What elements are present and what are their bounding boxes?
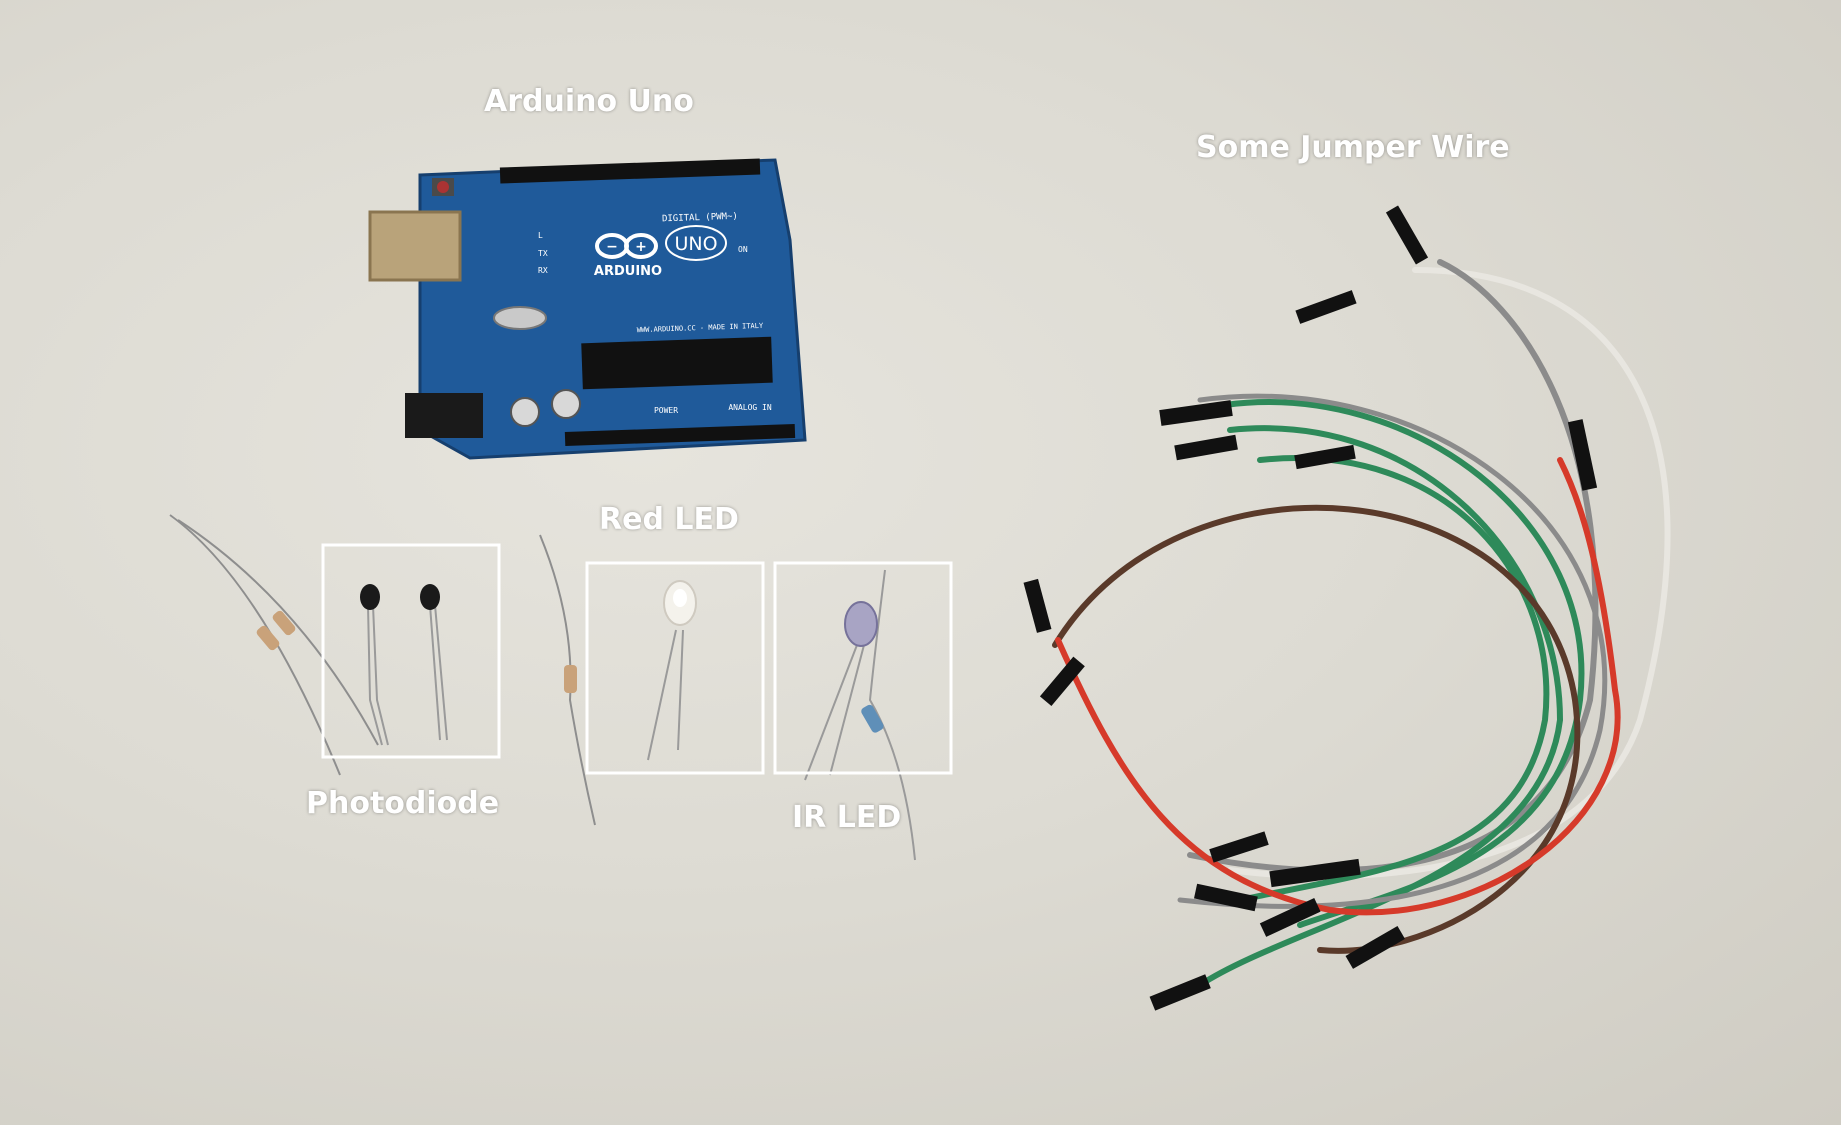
ir-led-label: IR LED <box>792 800 902 835</box>
photodiode-highlight-box <box>321 543 501 759</box>
analog-label: ANALOG IN <box>728 403 772 412</box>
resistor <box>861 704 884 733</box>
l-label: L <box>538 231 543 240</box>
jumper-wires <box>1052 259 1671 988</box>
jumper-connectors <box>1023 205 1598 1011</box>
tx-label: TX <box>538 249 548 258</box>
arduino-uno-board: − + UNO ARDUINO DIGITAL (PWM~) WWW.ARDUI… <box>368 158 807 460</box>
red-led-label: Red LED <box>599 502 739 537</box>
digital-label: DIGITAL (PWM~) <box>662 212 738 225</box>
svg-text:+: + <box>635 239 647 255</box>
board-model-text: UNO <box>674 233 717 255</box>
ir-led <box>804 569 916 861</box>
resistor-pair <box>169 514 379 776</box>
red-led-highlight-box <box>585 561 765 775</box>
arduino-logo: − + <box>595 225 727 261</box>
red-led <box>647 580 697 761</box>
jumper-wire-label: Some Jumper Wire <box>1196 130 1510 165</box>
resistor <box>272 610 296 636</box>
rx-label: RX <box>538 266 548 275</box>
resistor <box>256 625 280 651</box>
photodiode-label: Photodiode <box>306 786 500 821</box>
photodiode-pair <box>360 584 448 746</box>
on-label: ON <box>738 245 748 254</box>
arduino-uno-label: Arduino Uno <box>484 84 694 119</box>
resistor-lead <box>539 534 596 826</box>
svg-text:−: − <box>606 239 618 255</box>
resistor <box>564 665 577 693</box>
power-label: POWER <box>654 406 678 415</box>
board-brand-text: ARDUINO <box>594 264 662 279</box>
ir-led-highlight-box <box>773 561 953 775</box>
